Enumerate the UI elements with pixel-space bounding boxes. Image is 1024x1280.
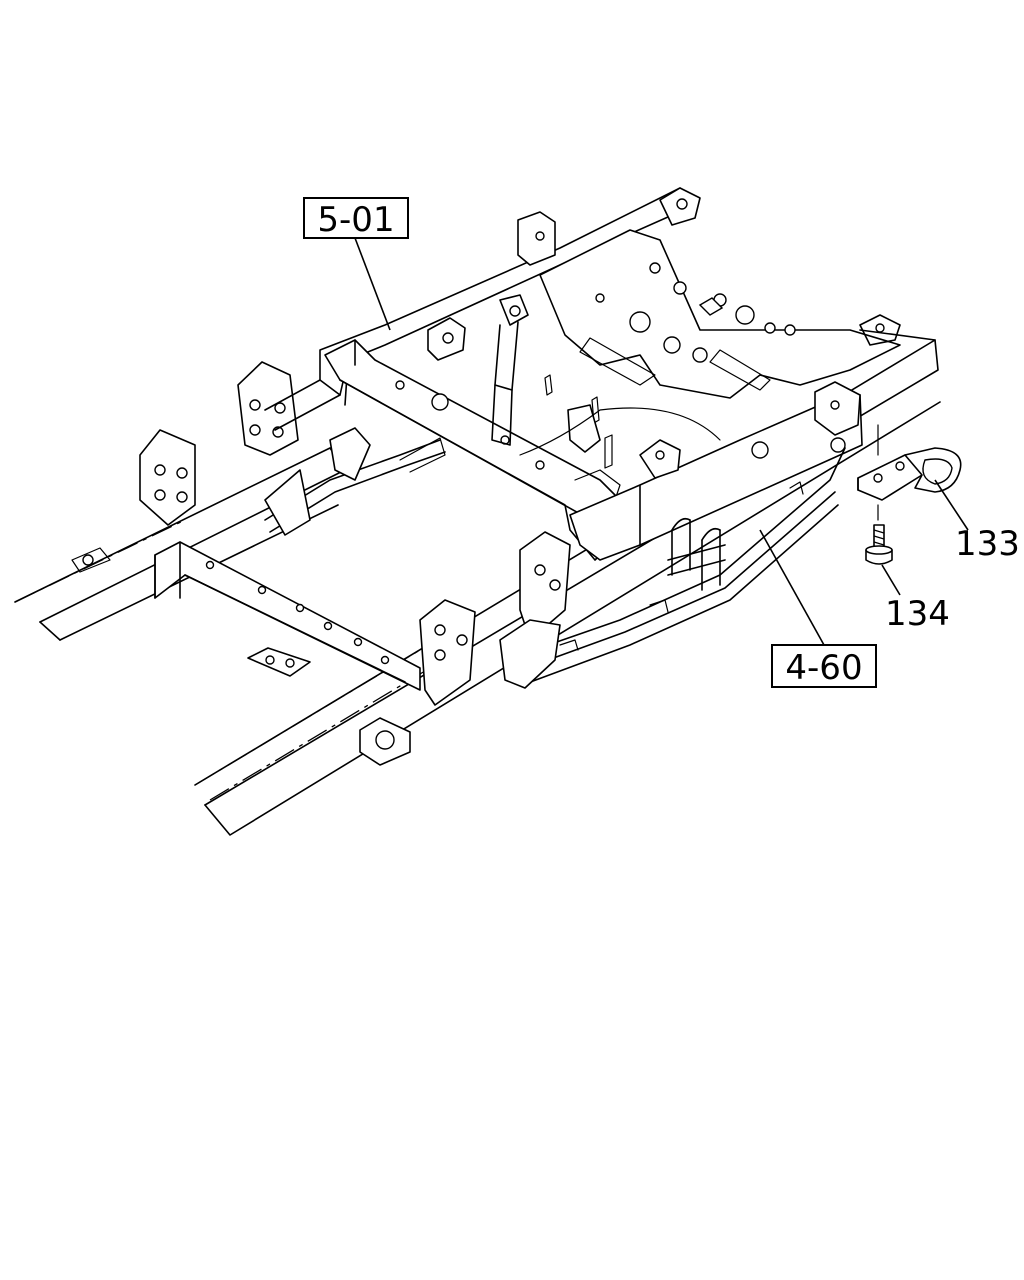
callout-5-01: 5-01 xyxy=(303,197,409,331)
rear-right-rail xyxy=(569,381,863,561)
leader-line-134 xyxy=(881,564,901,596)
rear-cross-member-plate xyxy=(539,229,901,399)
part-label-133: 133 xyxy=(934,479,1020,564)
center-brackets xyxy=(519,374,721,469)
leader-line-5-01 xyxy=(354,237,391,331)
part-number-134: 134 xyxy=(885,594,950,634)
part-label-134: 134 xyxy=(881,564,950,634)
callout-4-60: 4-60 xyxy=(759,529,877,688)
shock-absorber xyxy=(491,294,529,446)
part-number-133: 133 xyxy=(955,524,1020,564)
leader-line-4-60 xyxy=(759,529,825,646)
callout-label-5-01: 5-01 xyxy=(317,200,394,240)
leader-line-133 xyxy=(934,479,969,531)
callout-box-5-01 xyxy=(303,197,409,239)
right-rail-brackets xyxy=(359,531,571,766)
tow-hook-part-133 xyxy=(857,424,962,521)
callout-label-4-60: 4-60 xyxy=(785,648,862,688)
callout-box-4-60 xyxy=(771,644,877,688)
u-bolts xyxy=(667,517,726,591)
left-leaf-spring xyxy=(264,427,446,536)
front-cross-member xyxy=(154,541,421,691)
bolt-part-134 xyxy=(865,524,893,565)
rear-left-rail xyxy=(264,187,701,431)
